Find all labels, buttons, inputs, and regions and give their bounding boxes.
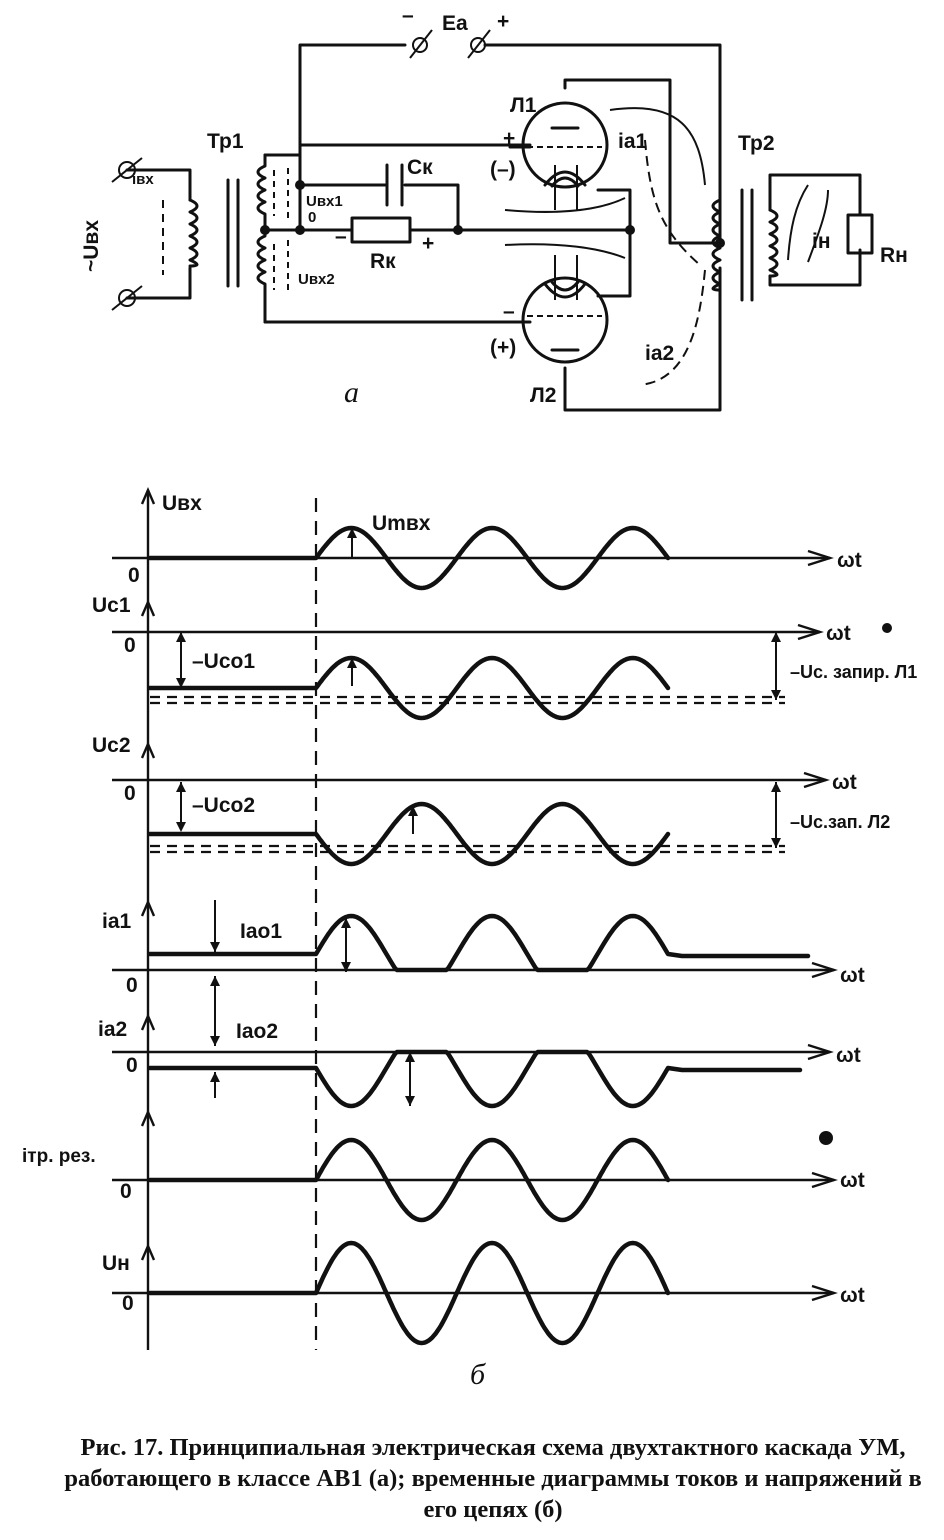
waveform bbox=[147, 1137, 671, 1223]
row6-x-label: ωt bbox=[840, 1169, 865, 1192]
waveform bbox=[147, 1049, 803, 1109]
figure-caption: Рис. 17. Принципиальная электрическая сх… bbox=[64, 1434, 922, 1523]
timing-waves bbox=[147, 525, 811, 1346]
row3-y-label: Uc2 bbox=[92, 734, 131, 757]
tube-l2 bbox=[521, 255, 609, 364]
row4-zero-label: 0 bbox=[126, 974, 138, 997]
load-current-label: iн bbox=[812, 230, 831, 253]
waveform bbox=[147, 913, 811, 973]
schematic: ~Uвх iвх Тр1 Тр2 Eа – + Cк Rк – + Uвх1 0… bbox=[80, 4, 908, 412]
axis-arrow bbox=[140, 598, 156, 617]
battery-ea bbox=[409, 29, 491, 59]
stray-dot bbox=[819, 1131, 833, 1145]
time-axis-arrow bbox=[811, 1171, 838, 1189]
tr2-label: Тр2 bbox=[738, 132, 775, 155]
ck-label: Cк bbox=[407, 156, 433, 179]
axis-arrow bbox=[140, 486, 156, 505]
ia2-label: ia2 bbox=[645, 342, 674, 365]
row2-x-label: ωt bbox=[826, 622, 851, 645]
waveform bbox=[147, 801, 671, 867]
row6-zero-label: 0 bbox=[120, 1180, 132, 1203]
time-axis-arrow bbox=[797, 623, 824, 641]
axis-arrow bbox=[140, 1108, 156, 1127]
l1-label: Л1 bbox=[510, 94, 537, 117]
secondary-coil-tr1 bbox=[256, 153, 289, 324]
row6-y-label: iтр. рез. bbox=[22, 1146, 96, 1167]
row7-zero-label: 0 bbox=[122, 1292, 134, 1315]
uin2-label: Uвх2 bbox=[298, 271, 335, 288]
input-terminals bbox=[111, 157, 192, 311]
tr1-label: Тр1 bbox=[207, 130, 244, 153]
ea-plus-label: + bbox=[497, 10, 509, 33]
row1-y-label: Uвх bbox=[162, 492, 202, 515]
row7-y-label: Uн bbox=[102, 1252, 130, 1275]
row4-annotation: Iao1 bbox=[240, 920, 282, 943]
transformer-core-tr1 bbox=[226, 178, 240, 288]
current-arrows bbox=[504, 107, 829, 386]
row3-annotation: –Uco2 bbox=[192, 794, 255, 817]
stray-dot bbox=[882, 623, 892, 633]
row1-annotation: Umвх bbox=[372, 512, 431, 535]
row2-annotation: –Uco1 bbox=[192, 650, 255, 673]
row7-x-label: ωt bbox=[840, 1284, 865, 1307]
row1-zero-label: 0 bbox=[128, 564, 140, 587]
time-axis-arrow bbox=[807, 549, 834, 567]
l2-grid-minus-label: – bbox=[503, 300, 515, 323]
primary-coil-tr1 bbox=[162, 198, 199, 275]
panel-label-a: а bbox=[344, 376, 359, 409]
timing-diagrams: Uвх Umвх 0 ωt Uc1 –Uco1 –Uс. запир. Л1 0… bbox=[22, 486, 917, 1391]
row5-annotation: Iao2 bbox=[236, 1020, 278, 1043]
waveform bbox=[147, 525, 671, 591]
uin1-label: Uвх1 bbox=[306, 193, 343, 210]
waveform bbox=[147, 655, 671, 721]
time-axis-arrow bbox=[811, 1284, 838, 1302]
input-voltage-label: ~Uвх bbox=[80, 220, 103, 272]
time-axis-arrow bbox=[811, 961, 838, 979]
axis-arrow bbox=[140, 740, 156, 759]
rk-plus-label: + bbox=[422, 232, 434, 255]
l1-grid-polarity-label: (–) bbox=[490, 158, 516, 181]
row1-x-label: ωt bbox=[837, 549, 862, 572]
transformer-tr2 bbox=[711, 173, 874, 302]
row5-y-label: ia2 bbox=[98, 1018, 127, 1041]
tube-l1 bbox=[521, 101, 609, 210]
cutoff-lines bbox=[150, 695, 785, 854]
ea-label: Eа bbox=[442, 12, 468, 35]
row2-zero-label: 0 bbox=[124, 634, 136, 657]
waveform bbox=[147, 1240, 671, 1346]
resistor-rk bbox=[350, 216, 412, 244]
node-zero-label: 0 bbox=[308, 209, 316, 226]
row2-y-label: Uc1 bbox=[92, 594, 131, 617]
row2-right-annotation: –Uс. запир. Л1 bbox=[790, 662, 917, 682]
row3-zero-label: 0 bbox=[124, 782, 136, 805]
ea-minus-label: – bbox=[402, 4, 414, 27]
rk-label: Rк bbox=[370, 250, 396, 273]
time-axis-arrow bbox=[807, 1043, 834, 1061]
l2-grid-polarity-label: (+) bbox=[490, 336, 516, 359]
row3-x-label: ωt bbox=[832, 771, 857, 794]
capacitor-ck bbox=[385, 163, 404, 207]
wiring bbox=[263, 43, 722, 412]
rk-minus-label: – bbox=[335, 225, 347, 248]
junctions bbox=[260, 180, 725, 248]
axis-arrow bbox=[140, 1012, 156, 1031]
l1-grid-plus-label: + bbox=[503, 127, 515, 150]
axis-arrow bbox=[140, 1242, 156, 1261]
row5-x-label: ωt bbox=[836, 1044, 861, 1067]
input-current-label: iвх bbox=[132, 171, 154, 188]
figure-drawing: ~Uвх iвх Тр1 Тр2 Eа – + Cк Rк – + Uвх1 0… bbox=[22, 4, 917, 1391]
row4-x-label: ωt bbox=[840, 964, 865, 987]
row3-right-annotation: –Uс.зап. Л2 bbox=[790, 812, 890, 832]
dimension-arrows bbox=[176, 528, 781, 1106]
panel-label-b: б bbox=[470, 1358, 486, 1391]
row4-y-label: ia1 bbox=[102, 910, 132, 933]
rn-label: Rн bbox=[880, 244, 908, 267]
time-axis-arrow bbox=[803, 771, 830, 789]
row5-zero-label: 0 bbox=[126, 1054, 138, 1077]
ia1-label: ia1 bbox=[618, 130, 648, 153]
l2-label: Л2 bbox=[530, 384, 556, 407]
timing-axes bbox=[112, 486, 838, 1350]
axis-arrow bbox=[140, 898, 156, 917]
